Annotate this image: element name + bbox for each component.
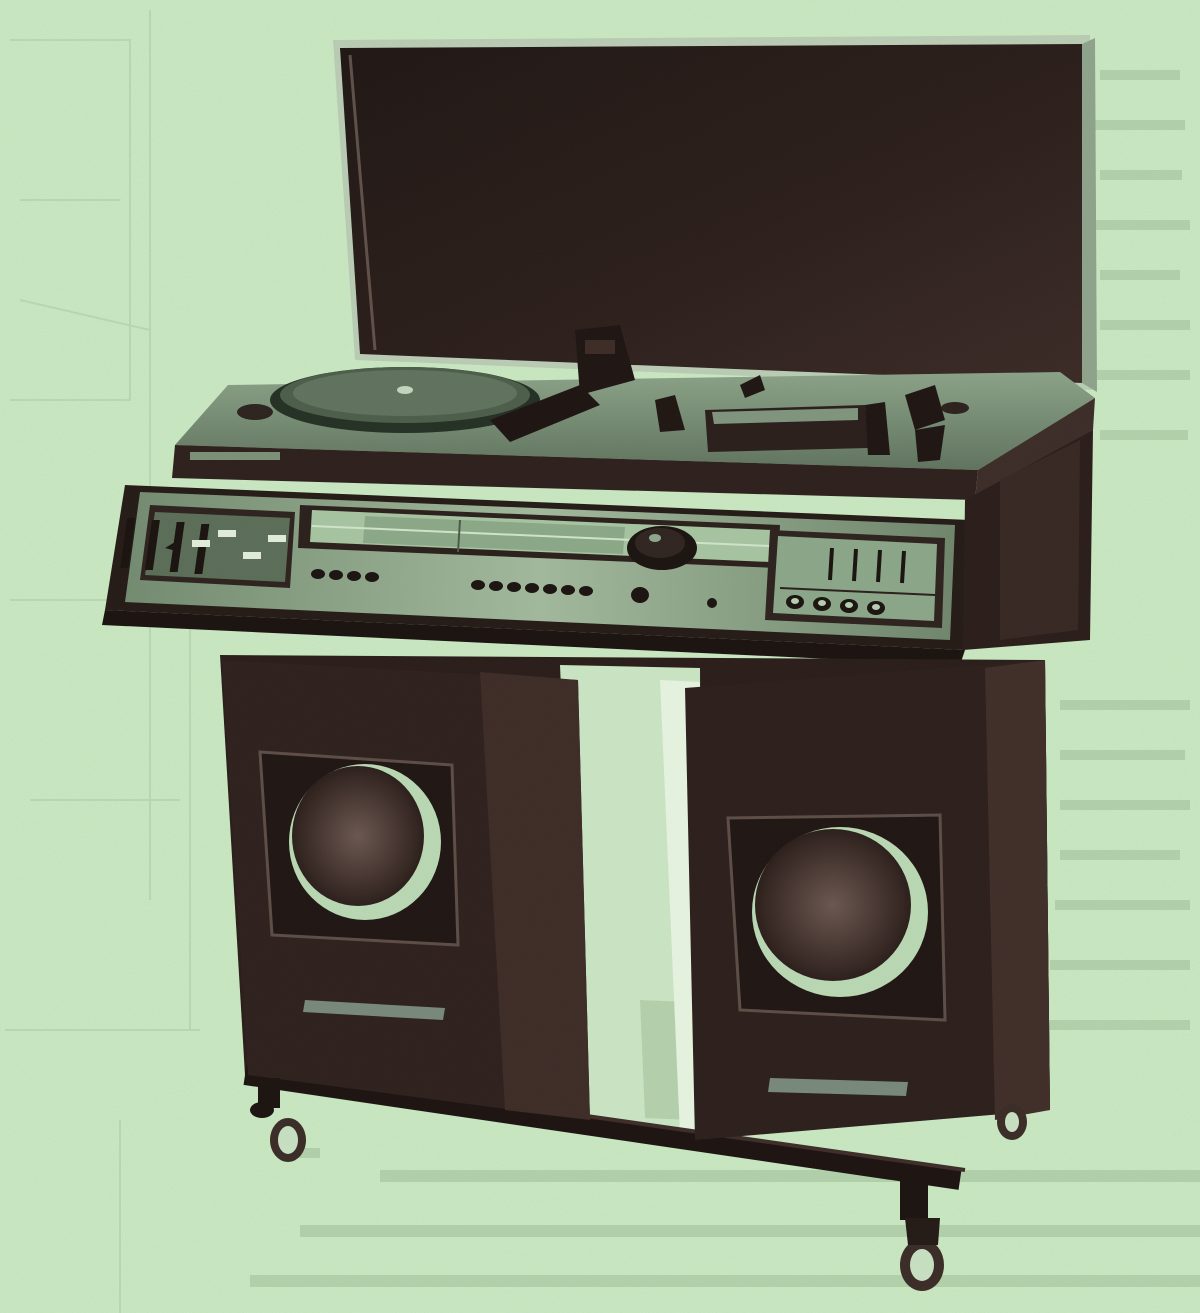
print-grain-overlay [0,0,1200,1313]
radiogram-illustration [0,0,1200,1313]
photo-scene [0,0,1200,1313]
